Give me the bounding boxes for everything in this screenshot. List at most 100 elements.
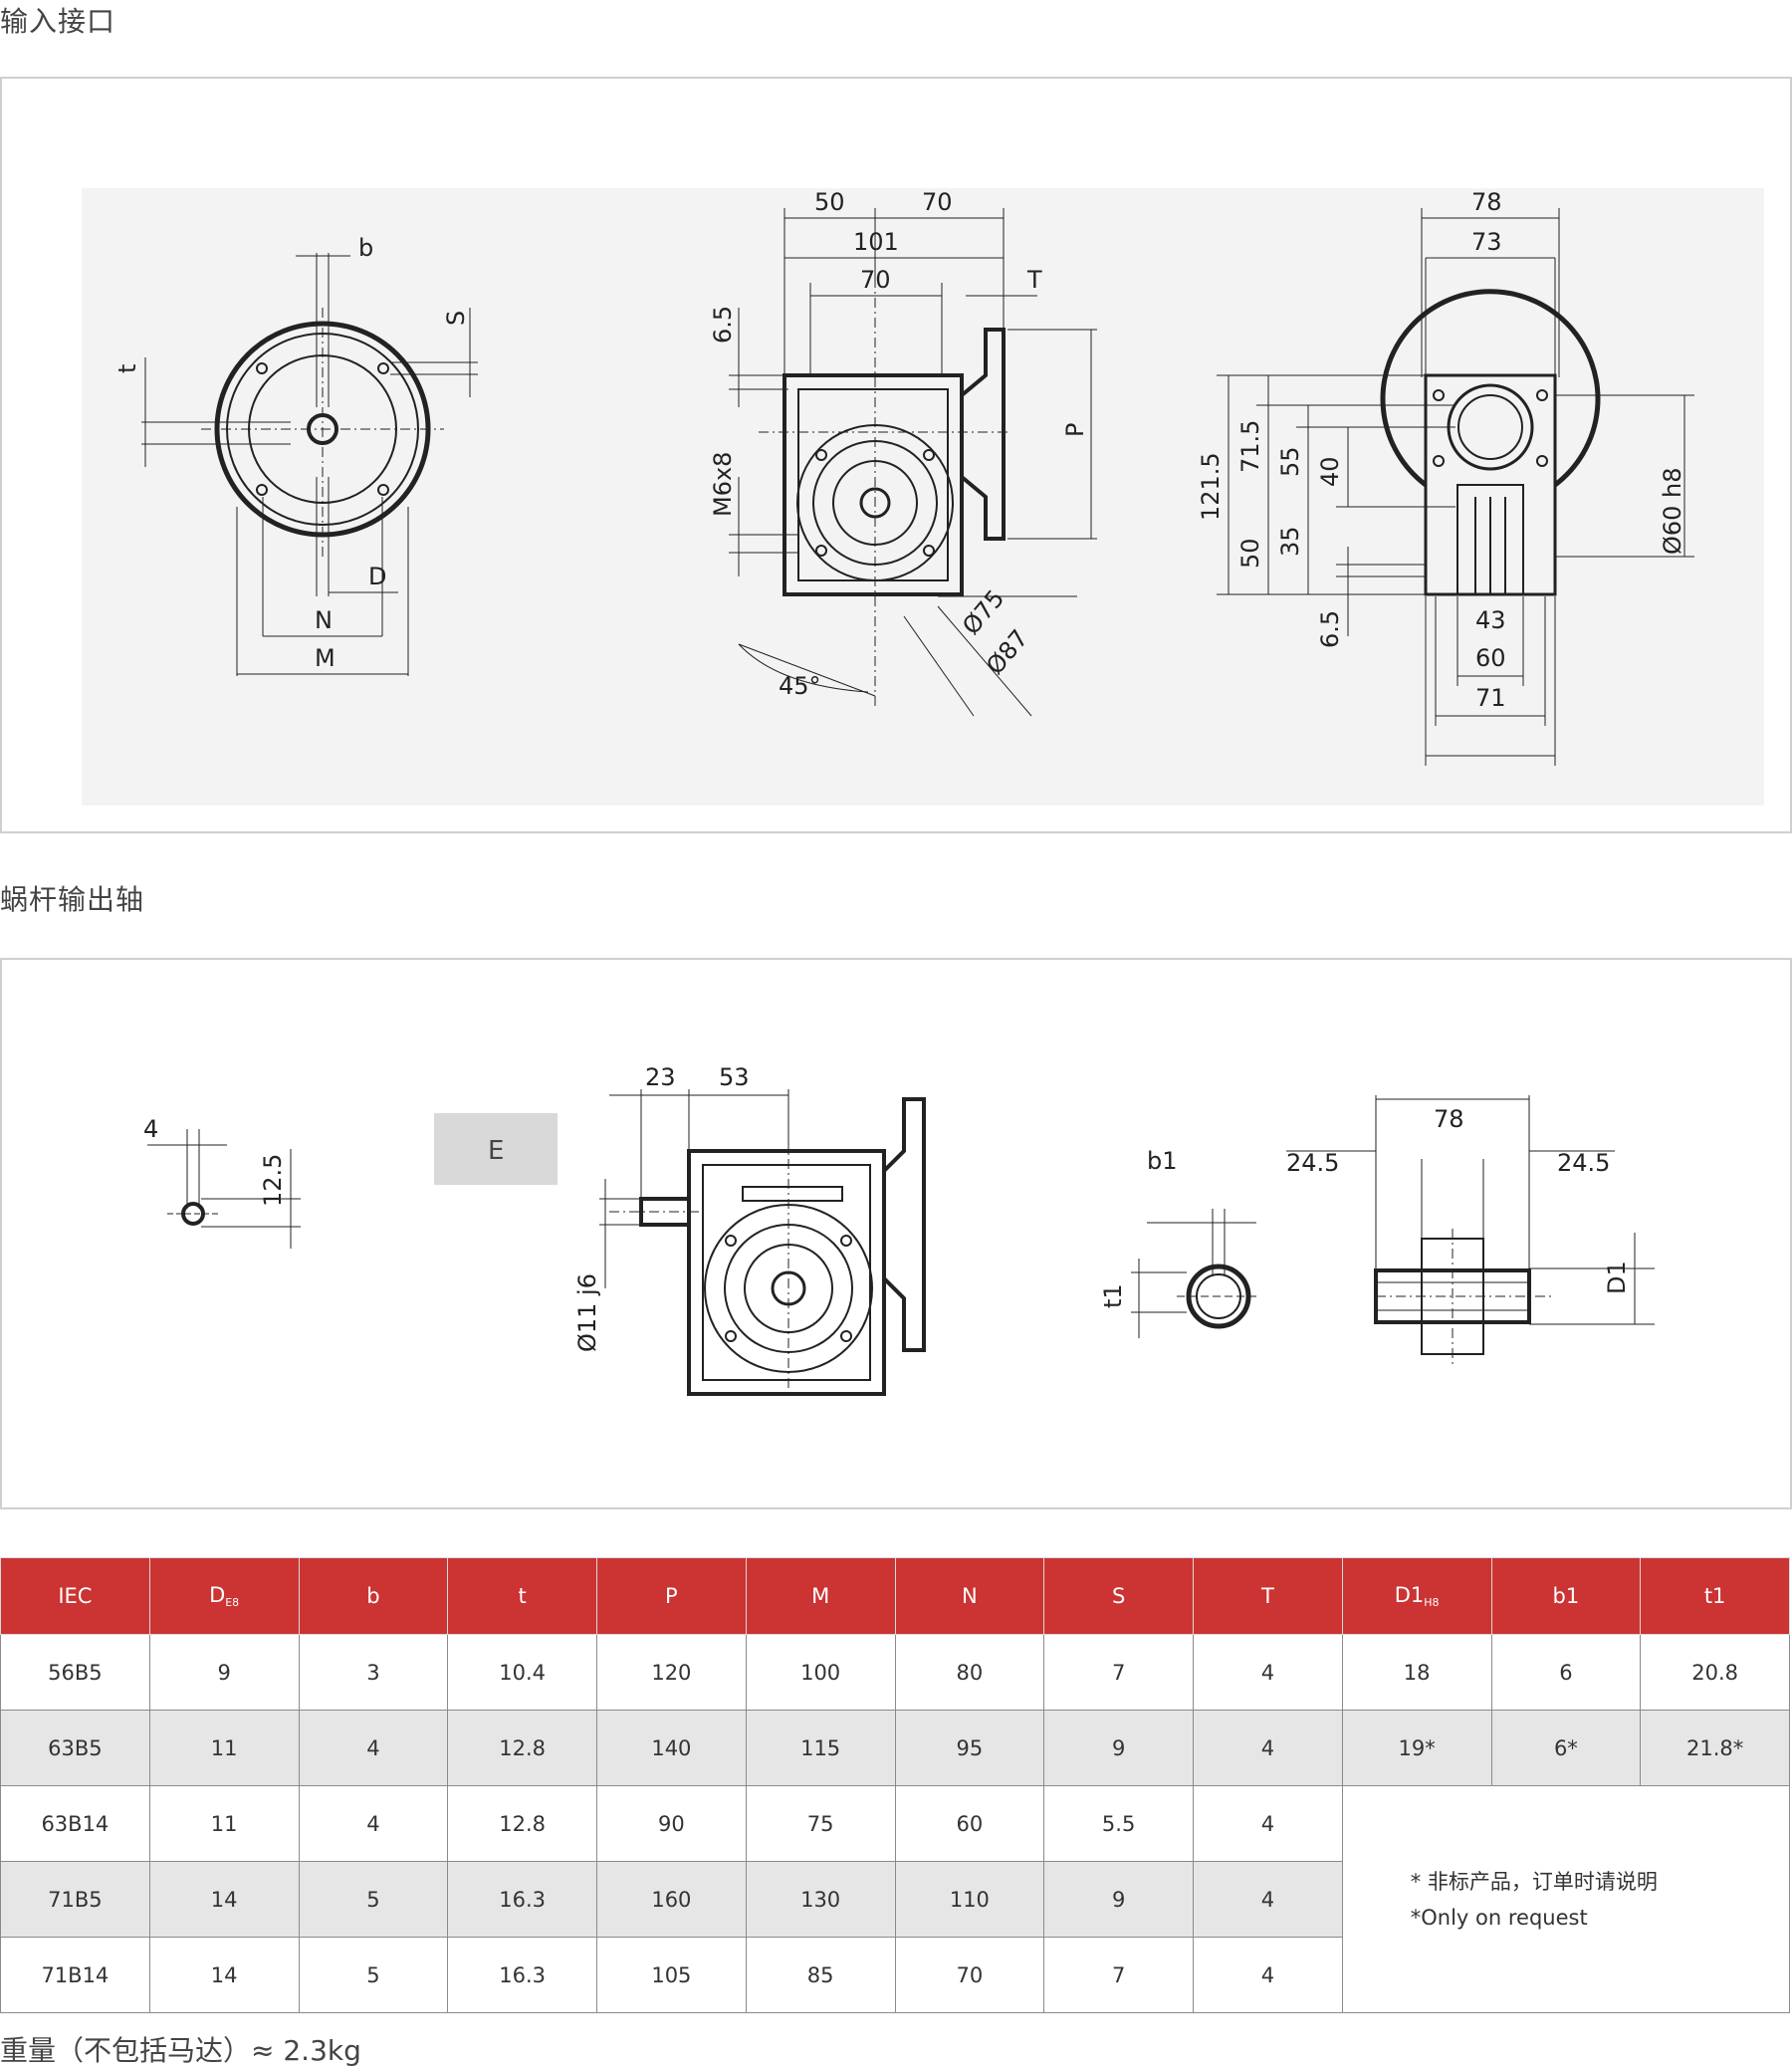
header-d-label: D xyxy=(209,1583,226,1607)
cell: 90 xyxy=(596,1785,747,1862)
table-row: 63B14 11 4 12.8 90 75 60 5.5 4 * 非标产品，订单… xyxy=(0,1785,1791,2013)
cell: 7 xyxy=(1043,1937,1194,2013)
dim-24-5-right: 24.5 xyxy=(1557,1149,1610,1177)
dim-p: P xyxy=(1061,423,1089,437)
cell: 18 xyxy=(1341,1634,1492,1711)
cell: 5 xyxy=(298,1861,449,1938)
dim-71-5: 71.5 xyxy=(1236,420,1264,473)
input-technical-drawing: b S t D N M 50 70 101 70 T 6.5 M6x8 P Ø7… xyxy=(82,188,1764,805)
dim-6-5: 6.5 xyxy=(709,306,737,344)
cell: 6* xyxy=(1490,1710,1642,1786)
dim-101: 101 xyxy=(853,228,899,256)
dim-24-5-left: 24.5 xyxy=(1286,1149,1339,1177)
rear-gearbox-view xyxy=(1217,208,1694,766)
output-drawing-panel: 4 12.5 E 23 53 Ø11 j6 b1 t1 24.5 78 24.5… xyxy=(0,958,1792,1509)
dim-121-5: 121.5 xyxy=(1197,452,1225,521)
dim-angle-45: 45° xyxy=(779,672,821,700)
dim-60-h8: Ø60 h8 xyxy=(1659,467,1686,555)
cell: 130 xyxy=(745,1861,896,1938)
cell: 56B5 xyxy=(0,1634,150,1711)
cell: 14 xyxy=(148,1937,300,2013)
header-t-flange: T xyxy=(1193,1557,1343,1635)
dim-key-12-5: 12.5 xyxy=(259,1154,287,1207)
dim-t: t xyxy=(113,364,141,373)
cell: 110 xyxy=(894,1861,1045,1938)
cell: 11 xyxy=(148,1710,300,1786)
table-row: 71B5 14 5 16.3 160 130 110 9 4 xyxy=(0,1861,1790,1938)
cell: 60 xyxy=(894,1785,1045,1862)
header-p: P xyxy=(596,1557,747,1635)
cell: 9 xyxy=(148,1634,300,1711)
header-d-subscript: E8 xyxy=(225,1596,240,1609)
dim-55: 55 xyxy=(1276,446,1304,477)
dim-n: N xyxy=(315,606,333,634)
header-b1: b1 xyxy=(1490,1557,1642,1635)
dim-78-shaft: 78 xyxy=(1434,1105,1464,1133)
dim-35: 35 xyxy=(1276,526,1304,557)
cell: 120 xyxy=(596,1634,747,1711)
e-label-box xyxy=(434,1113,558,1185)
cell: 9 xyxy=(1043,1861,1194,1938)
dim-60: 60 xyxy=(1475,644,1506,672)
dim-11-j6: Ø11 j6 xyxy=(573,1273,601,1352)
cell: 14 xyxy=(148,1861,300,1938)
header-d1-label: D1 xyxy=(1394,1583,1425,1607)
header-t: t xyxy=(447,1557,597,1635)
cell: 3 xyxy=(298,1634,449,1711)
footnote-cell: * 非标产品，订单时请说明 *Only on request xyxy=(1341,1785,1791,2013)
cell: 63B5 xyxy=(0,1710,150,1786)
dim-d: D xyxy=(368,563,386,590)
dim-50-rear: 50 xyxy=(1236,538,1264,569)
cell: 105 xyxy=(596,1937,747,2013)
header-s: S xyxy=(1043,1557,1194,1635)
dim-40: 40 xyxy=(1316,456,1344,487)
e-label: E xyxy=(488,1136,504,1166)
cell: 4 xyxy=(1193,1785,1343,1862)
side-gearbox-view xyxy=(729,208,1097,717)
cell: 95 xyxy=(894,1710,1045,1786)
cell: 16.3 xyxy=(447,1937,597,2013)
worm-output-shaft-title: 蜗杆输出轴 xyxy=(0,883,145,916)
dim-53: 53 xyxy=(719,1063,750,1091)
dimensions-table: IEC DE8 b t P M N S T D1H8 b1 t1 56B5 9 … xyxy=(0,1557,1791,2013)
cell: 4 xyxy=(298,1785,449,1862)
weight-note: 重量（不包括马达）≈ 2.3kg xyxy=(0,2034,361,2067)
front-flange-view xyxy=(141,253,478,676)
dim-b: b xyxy=(358,234,373,262)
cell: 12.8 xyxy=(447,1710,597,1786)
cell: 19* xyxy=(1341,1710,1492,1786)
cell: 115 xyxy=(745,1710,896,1786)
dim-6-5-rear: 6.5 xyxy=(1316,610,1344,648)
input-drawing-panel: b S t D N M 50 70 101 70 T 6.5 M6x8 P Ø7… xyxy=(0,77,1792,833)
hollow-shaft-section-view xyxy=(1286,1095,1655,1368)
cell: 70 xyxy=(894,1937,1045,2013)
table-header-row: IEC DE8 b t P M N S T D1H8 b1 t1 xyxy=(0,1557,1790,1635)
dim-43: 43 xyxy=(1475,606,1506,634)
cell: 5.5 xyxy=(1043,1785,1194,1862)
table-row: 71B14 14 5 16.3 105 85 70 7 4 xyxy=(0,1937,1790,2013)
dim-70-top: 70 xyxy=(922,188,953,216)
cell: 80 xyxy=(894,1634,1045,1711)
cell: 9 xyxy=(1043,1710,1194,1786)
dim-71: 71 xyxy=(1475,684,1506,712)
header-b: b xyxy=(298,1557,449,1635)
cell: 140 xyxy=(596,1710,747,1786)
cell: 11 xyxy=(148,1785,300,1862)
cell: 71B5 xyxy=(0,1861,150,1938)
cell: 7 xyxy=(1043,1634,1194,1711)
cell: 71B14 xyxy=(0,1937,150,2013)
worm-gearbox-view xyxy=(599,1089,926,1398)
cell: 4 xyxy=(298,1710,449,1786)
header-n: N xyxy=(894,1557,1045,1635)
dim-t-side: T xyxy=(1026,266,1042,294)
dim-d1: D1 xyxy=(1603,1261,1631,1294)
cell: 4 xyxy=(1193,1634,1343,1711)
dim-73: 73 xyxy=(1471,228,1502,256)
dim-key-4: 4 xyxy=(143,1115,158,1143)
cell: 4 xyxy=(1193,1861,1343,1938)
hollow-shaft-end-view xyxy=(1131,1209,1260,1338)
dim-23: 23 xyxy=(645,1063,676,1091)
table-row: 56B5 9 3 10.4 120 100 80 7 4 18 6 20.8 xyxy=(0,1634,1790,1711)
header-m: M xyxy=(745,1557,896,1635)
cell: 20.8 xyxy=(1640,1634,1790,1711)
